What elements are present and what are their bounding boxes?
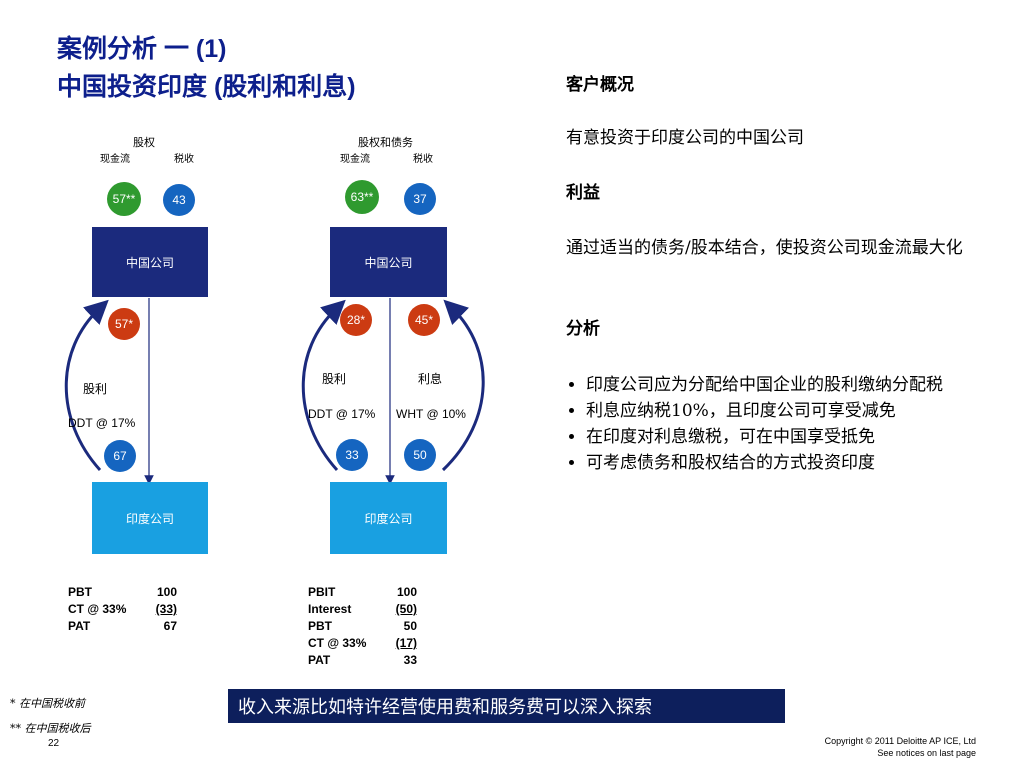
right-fin-value: 50 [403,619,417,633]
right-tax-circle: 37 [404,183,436,215]
notices-line: See notices on last page [877,748,976,758]
left-fin-row: PAT 67 [68,618,177,635]
left-col-tax: 税收 [174,154,194,165]
copyright-line: Copyright © 2011 Deloitte AP ICE, Ltd [824,736,976,746]
slide-title-line2: 中国投资印度 (股利和利息) [57,73,356,101]
left-tax-rate-label: DDT @ 17% [68,416,136,430]
right-fin-value: (17) [395,636,417,650]
footnote-after-tax: ** 在中国税收后 [10,722,91,735]
right-dividend-label: 股利 [322,372,347,386]
profile-heading: 客户概况 [566,75,634,95]
right-interest-circle: 45* [408,304,440,336]
right-wht-label: WHT @ 10% [396,407,466,421]
right-dividend-circle: 28* [340,304,372,336]
right-right-curve-arrow [441,299,485,472]
left-cash-circle: 57** [107,182,141,216]
left-flow-label: 股利 [83,382,108,396]
left-curve-arrow [64,299,109,472]
analysis-heading: 分析 [566,319,600,339]
right-interest-label: 利息 [418,372,443,386]
analysis-bullet-item: 在印度对利息缴税，可在中国享受抵免 [586,424,986,450]
analysis-bullet-item: 利息应纳税10%，且印度公司可享受减免 [586,398,986,424]
analysis-bullet-item: 可考虑债务和股权结合的方式投资印度 [586,450,986,476]
analysis-bullets: 印度公司应为分配给中国企业的股利缴纳分配税利息应纳税10%，且印度公司可享受减免… [566,372,986,476]
right-fin-label: CT @ 33% [308,636,367,650]
right-fin-label: PBIT [308,585,336,599]
right-india-company-box: 印度公司 [330,482,447,554]
left-fin-label: PAT [68,619,91,633]
left-fin-value: (33) [155,602,177,616]
right-fin-row: PAT 33 [308,652,417,669]
analysis-bullet-item: 印度公司应为分配给中国企业的股利缴纳分配税 [586,372,986,398]
left-col-cashflow: 现金流 [100,154,130,165]
right-net-interest-circle: 50 [404,439,436,471]
right-col-tax: 税收 [413,154,433,165]
profile-text: 有意投资于印度公司的中国公司 [566,128,804,148]
footnote-before-tax: * 在中国税收前 [10,697,85,710]
page-number: 22 [48,738,60,749]
right-net-dividend-circle: 33 [336,439,368,471]
right-ddt-label: DDT @ 17% [308,407,376,421]
right-fin-value: (50) [395,602,417,616]
benefit-heading: 利益 [566,183,600,203]
left-financials-table: PBT 100 CT @ 33% (33) PAT 67 [68,584,177,635]
left-fin-label: PBT [68,585,92,599]
bottom-banner: 收入来源比如特许经营使用费和服务费可以深入探索 [228,689,785,723]
left-fin-row: CT @ 33% (33) [68,601,177,618]
right-china-company-box: 中国公司 [330,227,447,297]
right-fin-label: PAT [308,653,331,667]
right-left-curve-arrow [301,299,346,472]
left-fin-value: 67 [163,619,177,633]
right-fin-label: PBT [308,619,332,633]
left-header: 股权 [133,136,155,149]
right-fin-row: Interest (50) [308,601,417,618]
right-fin-value: 33 [403,653,417,667]
left-dividend-circle: 57* [108,308,140,340]
left-net-circle: 67 [104,440,136,472]
right-fin-row: PBIT 100 [308,584,417,601]
left-china-company-box: 中国公司 [92,227,208,297]
right-cash-circle: 63** [345,180,379,214]
slide-title-line1: 案例分析 一 (1) [57,35,227,63]
right-fin-row: PBT 50 [308,618,417,635]
right-header: 股权和债务 [358,136,413,149]
left-fin-label: CT @ 33% [68,602,127,616]
left-tax-circle: 43 [163,184,195,216]
right-col-cashflow: 现金流 [340,154,370,165]
left-fin-row: PBT 100 [68,584,177,601]
right-fin-row: CT @ 33% (17) [308,635,417,652]
right-fin-value: 100 [396,585,417,599]
left-india-company-box: 印度公司 [92,482,208,554]
benefit-text: 通过适当的债务/股本结合，使投资公司现金流最大化 [566,238,963,258]
left-fin-value: 100 [156,585,177,599]
right-fin-label: Interest [308,602,352,616]
